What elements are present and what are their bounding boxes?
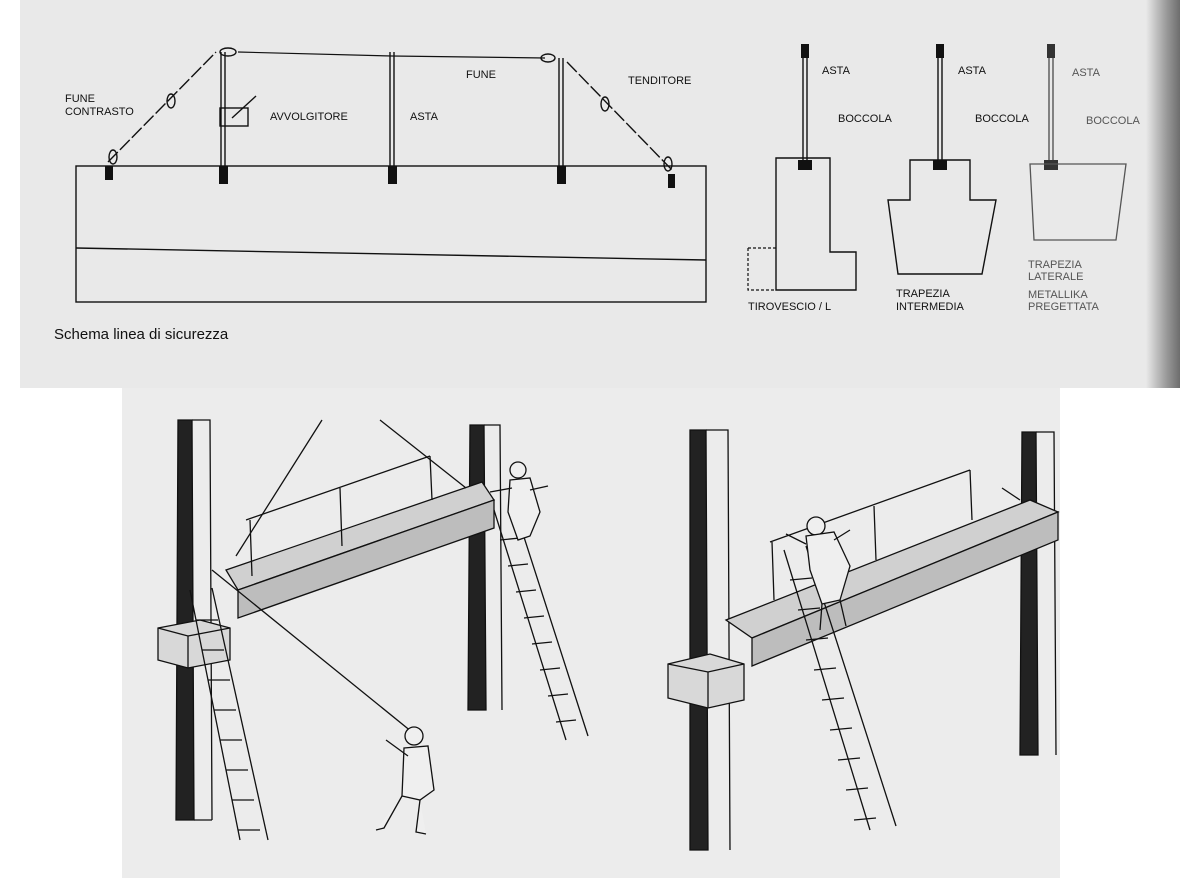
turnbuckle <box>600 96 610 112</box>
illustration-panel <box>122 388 1060 878</box>
column-right-dark <box>467 424 487 711</box>
socket-right <box>668 174 675 188</box>
illustration-drawing <box>157 419 1060 851</box>
winder-box <box>219 107 249 127</box>
shackle-contrast <box>166 93 176 109</box>
anchor2-base-label-line2: INTERMEDIA <box>896 301 965 313</box>
worker-right-scene <box>785 516 851 631</box>
shackle-left <box>108 149 118 165</box>
anchor2-boccola-label: BOCCOLA <box>975 113 1029 125</box>
anchor2-base-label-line1: TRAPEZIA <box>896 288 950 300</box>
shackle-right <box>663 156 673 172</box>
anchor1-asta-label: ASTA <box>822 65 851 77</box>
anchor-tirovescio: ASTA BOCCOLA TIROVESCIO / L <box>747 44 892 313</box>
anchor-trapezia-laterale: ASTA BOCCOLA TRAPEZIA LATERALE METALLIKA… <box>1028 44 1140 313</box>
socket-avvolgitore <box>219 166 228 184</box>
label-tenditore: TENDITORE <box>628 75 691 87</box>
worker-on-ladder-left <box>489 461 549 541</box>
shackle-top-left <box>219 47 237 57</box>
label-fune-contrasto-line1: FUNE <box>65 93 95 105</box>
anchor3-base-label-line1: TRAPEZIA <box>1028 259 1082 271</box>
beam-outline <box>75 165 707 303</box>
label-fune-contrasto-line2: CONTRASTO <box>65 106 134 118</box>
safety-line-schematic-drawing: FUNE CONTRASTO AVVOLGITORE ASTA FUNE TEN… <box>65 44 1140 313</box>
beam-midline <box>75 247 707 261</box>
safety-line-schematic-panel <box>20 0 1180 388</box>
worker-on-ground <box>375 726 435 835</box>
ladder-left-scene-1 <box>189 587 269 841</box>
socket-left <box>105 166 113 180</box>
post-asta <box>389 52 395 178</box>
column-left-dark <box>175 419 195 821</box>
ladder-left-scene-2 <box>493 505 589 741</box>
scene-left <box>157 419 589 841</box>
page-edge-shadow <box>1146 0 1180 388</box>
beam-right <box>724 499 1060 639</box>
anchor2-asta-label: ASTA <box>958 65 987 77</box>
socket-tenditore <box>557 166 566 184</box>
column-right-scene-dark <box>689 429 709 851</box>
anchor-trapezia-intermedia: ASTA BOCCOLA TRAPEZIA INTERMEDIA <box>887 44 1029 313</box>
ladder-right-scene <box>783 545 897 831</box>
anchor3-asta-label: ASTA <box>1072 67 1101 79</box>
socket-asta <box>388 166 397 184</box>
post-avvolgitore <box>220 52 226 178</box>
contrast-rope <box>107 51 217 163</box>
anchor3-base-label-line3: METALLIKA <box>1028 289 1088 301</box>
tensioner-rope <box>566 61 673 171</box>
label-avvolgitore: AVVOLGITORE <box>270 111 348 123</box>
winder-handle <box>231 95 257 119</box>
post-tenditore <box>558 58 564 178</box>
anchor3-boccola-label: BOCCOLA <box>1086 115 1140 127</box>
anchor1-base-label: TIROVESCIO / L <box>748 301 831 313</box>
shackle-top-right <box>540 53 556 63</box>
main-rope <box>237 51 546 59</box>
label-fune: FUNE <box>466 69 496 81</box>
label-asta: ASTA <box>410 111 439 123</box>
schematic-caption: Schema linea di sicurezza <box>54 326 229 343</box>
anchor1-boccola-label: BOCCOLA <box>838 113 892 125</box>
anchor3-base-label-line4: PREGETTATA <box>1028 301 1100 313</box>
anchor3-base-label-line2: LATERALE <box>1028 271 1083 283</box>
scene-right <box>667 429 1060 851</box>
